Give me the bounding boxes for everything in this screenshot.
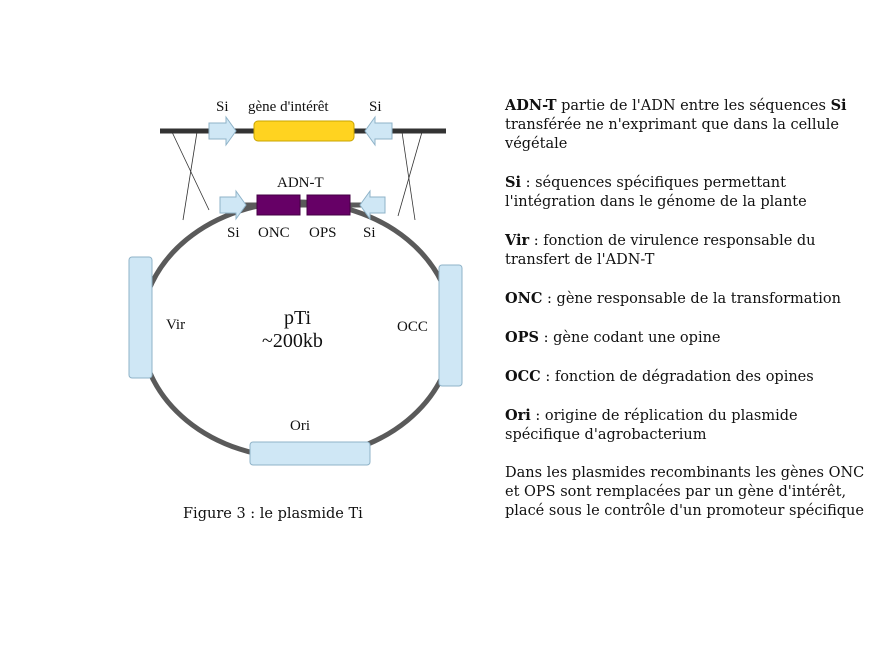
label-occ: OCC: [397, 319, 428, 335]
legend-term: ADN-T: [505, 97, 557, 114]
label-size: ~200kb: [262, 330, 323, 352]
legend-item-ops: OPS : gène codant une opine: [505, 328, 875, 348]
label-gene-of-interest: gène d'intérêt: [248, 99, 329, 115]
ops-box: [306, 194, 351, 216]
si-arrow-right: [359, 189, 386, 221]
gene-of-interest-box: [253, 120, 355, 142]
legend-text: : fonction de dégradation des opines: [540, 369, 814, 385]
legend-term: OPS: [505, 329, 540, 346]
legend-item-adn-t: ADN-T partie de l'ADN entre les séquence…: [505, 96, 875, 154]
legend-text: : origine de réplication du plasmide spé…: [505, 408, 798, 443]
si-arrow-top-right: [364, 115, 393, 147]
recombination-lines: [171, 131, 423, 221]
vir-box: [128, 256, 153, 379]
legend: ADN-T partie de l'ADN entre les séquence…: [505, 96, 875, 540]
legend-term: Si: [830, 97, 847, 114]
legend-text: : séquences spécifiques permettant l'int…: [505, 175, 807, 210]
label-si-top-left: Si: [216, 99, 229, 115]
si-arrow-top-left: [208, 115, 237, 147]
label-onc: ONC: [258, 225, 290, 241]
label-ori: Ori: [290, 418, 310, 434]
legend-term: ONC: [505, 290, 543, 307]
legend-item-vir: Vir : fonction de virulence responsable …: [505, 231, 875, 270]
legend-term: OCC: [505, 368, 541, 385]
label-si-right: Si: [363, 225, 376, 241]
legend-item-occ: OCC : fonction de dégradation des opines: [505, 367, 875, 387]
label-vir: Vir: [166, 317, 185, 333]
occ-box: [438, 264, 463, 387]
label-adn-t: ADN-T: [277, 175, 324, 191]
legend-item-si: Si : séquences spécifiques permettant l'…: [505, 173, 875, 212]
label-si-top-right: Si: [369, 99, 382, 115]
label-ops: OPS: [309, 225, 337, 241]
onc-box: [256, 194, 301, 216]
ori-box: [249, 441, 371, 466]
legend-item-ori: Ori : origine de réplication du plasmide…: [505, 406, 875, 445]
legend-term: Ori: [505, 407, 531, 424]
legend-term: Si: [505, 174, 521, 191]
legend-term: Vir: [505, 232, 530, 249]
figure-caption: Figure 3 : le plasmide Ti: [183, 506, 363, 522]
label-pti: pTi: [284, 307, 312, 329]
legend-item-onc: ONC : gène responsable de la transformat…: [505, 289, 875, 309]
recombinant-note: Dans les plasmides recombinants les gène…: [505, 465, 865, 519]
legend-text: partie de l'ADN entre les séquences: [556, 98, 831, 114]
label-si-left: Si: [227, 225, 240, 241]
legend-text: : gène responsable de la transformation: [542, 291, 841, 307]
legend-text: transférée ne n'exprimant que dans la ce…: [505, 117, 840, 152]
legend-text: : gène codant une opine: [539, 330, 721, 346]
si-arrow-left: [219, 189, 247, 221]
legend-text: : fonction de virulence responsable du t…: [505, 233, 816, 268]
